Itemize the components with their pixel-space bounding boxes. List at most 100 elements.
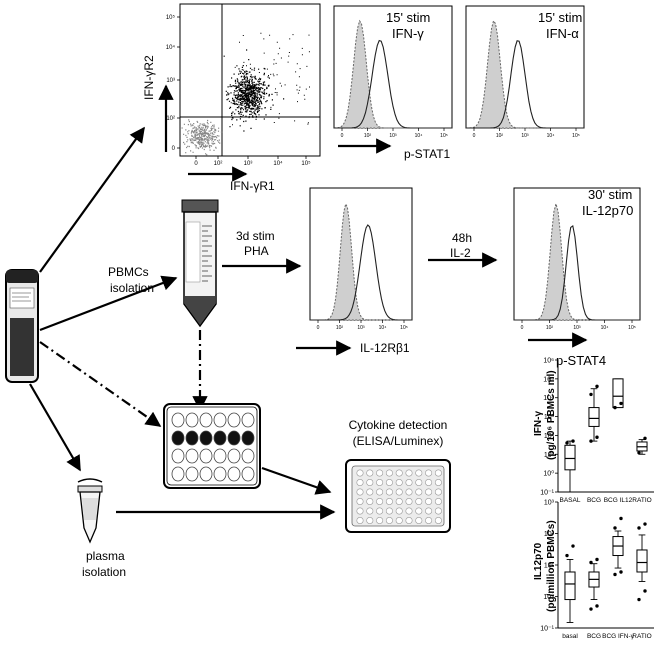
- histogram-stimulated-curve: [514, 224, 640, 321]
- detection-well: [405, 488, 413, 496]
- detection-well: [415, 516, 423, 524]
- chart-category-label: RATIO: [632, 633, 651, 640]
- box-outlier: [589, 607, 593, 611]
- detection-well: [434, 516, 442, 524]
- chart-ytick-label: 10⁰: [543, 470, 554, 478]
- pstat4-label: p-STAT4: [556, 353, 607, 368]
- chart-ytick-label: 10²: [544, 531, 555, 538]
- box-outlier: [595, 435, 599, 439]
- histogram-xtick-label: 10⁴: [547, 133, 555, 139]
- chart1-ylabel-2: (pg/10⁶ PBMCs ml): [546, 370, 557, 460]
- il12rb1-label: IL-12Rβ1: [360, 341, 410, 355]
- box-outlier: [613, 526, 617, 530]
- dotplot-xtick-label: 10³: [244, 161, 253, 167]
- detection-well: [385, 497, 393, 505]
- dotplot-ytick-label: 10⁴: [166, 44, 176, 51]
- dotplot-ylabel: IFN-γR2: [142, 55, 156, 100]
- histogram-xtick-label: 10³: [521, 133, 529, 139]
- box-iqr: [636, 549, 648, 573]
- dotplot-xtick-label: 10⁵: [301, 160, 311, 167]
- plate-well: [199, 412, 213, 428]
- plate-well: [213, 466, 227, 482]
- detection-well: [366, 469, 374, 477]
- histogram-xtick-label: 10²: [336, 325, 344, 331]
- stimulation-plate-icon: [163, 403, 261, 489]
- histogram-xtick-label: 10⁴: [379, 325, 387, 331]
- detection-well: [425, 469, 433, 477]
- detection-plate-icon: [345, 459, 451, 533]
- box-outlier: [571, 439, 575, 443]
- box-iqr: [588, 407, 600, 427]
- detection-well: [405, 507, 413, 515]
- hist-il12-title-2: IL-12p70: [582, 203, 634, 218]
- plate-well: [171, 412, 185, 428]
- dotplot-xtick-label: 0: [194, 161, 198, 167]
- pstat1-label: p-STAT1: [404, 147, 451, 161]
- box-outlier: [637, 451, 641, 455]
- detection-well: [385, 478, 393, 486]
- histogram-xtick-label: 10³: [389, 133, 397, 139]
- histogram-xtick-label: 0: [341, 133, 344, 139]
- detection-well: [395, 516, 403, 524]
- histogram-xtick-label: 10⁴: [415, 133, 423, 139]
- detection-well: [425, 516, 433, 524]
- chart-ytick-label: 10⁻¹: [540, 626, 554, 633]
- plate-well: [241, 430, 255, 446]
- detection-well: [415, 507, 423, 515]
- plate-well: [199, 448, 213, 464]
- detection-well: [415, 497, 423, 505]
- detection-well: [395, 507, 403, 515]
- box-iqr: [564, 444, 576, 471]
- dotplot-xtick-label: 10⁴: [273, 160, 283, 167]
- chart-category-label: RATIO: [632, 497, 651, 504]
- detection-well: [366, 497, 374, 505]
- plate-well: [241, 448, 255, 464]
- detection-well: [405, 478, 413, 486]
- box-outlier: [619, 570, 623, 574]
- chart-ytick-label: 10⁶: [543, 358, 554, 365]
- detection-well: [434, 488, 442, 496]
- chart-ytick-label: 10⁴: [543, 395, 554, 402]
- chart-category-label: BASAL: [560, 497, 581, 504]
- pha-label-2: PHA: [244, 244, 269, 258]
- detection-well: [376, 469, 384, 477]
- detection-well: [376, 497, 384, 505]
- box-outlier: [643, 589, 647, 593]
- box-outlier: [613, 572, 617, 577]
- detection-well: [356, 497, 364, 505]
- eppendorf-tube-icon: [77, 478, 103, 544]
- dotplot-xtick-label: 10²: [214, 161, 223, 167]
- plate-well: [241, 466, 255, 482]
- chart-ytick-label: 10¹: [544, 563, 555, 570]
- arrow-plate-to-detection: [261, 466, 332, 495]
- plate-well: [213, 448, 227, 464]
- hist-ifng-title-2: IFN-γ: [392, 26, 424, 41]
- detection-well: [434, 478, 442, 486]
- cytokine-label-2: (ELISA/Luminex): [352, 434, 444, 448]
- chart-category-label: BCG IFN-γ: [602, 633, 635, 640]
- detection-well: [395, 497, 403, 505]
- detection-well: [415, 469, 423, 477]
- dotplot-ytick-label: 10³: [166, 78, 175, 84]
- chart-ytick-label: 10³: [544, 414, 555, 421]
- detection-well: [395, 478, 403, 486]
- plate-well: [171, 430, 185, 446]
- detection-well: [366, 516, 374, 524]
- box-outlier: [565, 441, 569, 445]
- box-outlier: [643, 522, 647, 526]
- detection-well: [356, 469, 364, 477]
- box-outlier: [613, 405, 617, 410]
- histogram-xtick-label: 0: [317, 325, 320, 331]
- blood-tube-icon: [5, 269, 39, 383]
- pha-label-1: 3d stim: [236, 229, 275, 243]
- detection-well: [376, 507, 384, 515]
- detection-well: [405, 516, 413, 524]
- box-outlier: [589, 392, 593, 397]
- histogram-stimulated-curve: [466, 40, 584, 129]
- dotplot-negative-population: [181, 119, 223, 156]
- detection-well: [385, 516, 393, 524]
- detection-well: [376, 516, 384, 524]
